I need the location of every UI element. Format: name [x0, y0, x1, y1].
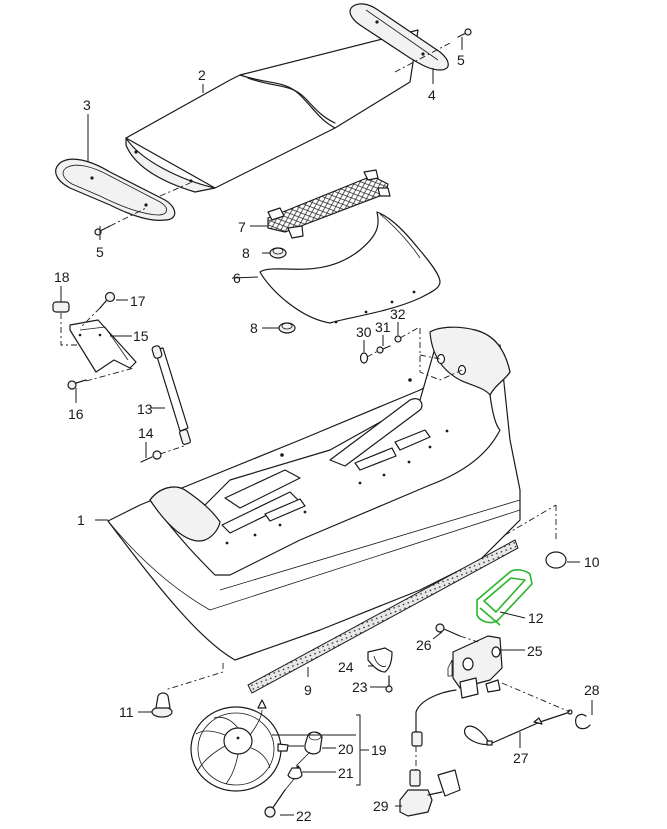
callout-28[interactable]: 28 [584, 682, 600, 698]
part-grille[interactable] [267, 169, 391, 239]
part-grommet-20[interactable] [304, 731, 323, 755]
callout-14[interactable]: 14 [138, 425, 154, 441]
callout-29[interactable]: 29 [373, 798, 389, 814]
part-bolt-17[interactable] [99, 291, 116, 309]
part-bolt-22[interactable] [264, 789, 286, 818]
callout-6[interactable]: 6 [233, 270, 241, 286]
part-screw-23[interactable] [385, 675, 393, 693]
callout-17[interactable]: 17 [130, 293, 146, 309]
part-washer-30[interactable] [359, 352, 369, 364]
part-seal-strip[interactable] [247, 539, 519, 694]
part-clip-nut-lower[interactable] [278, 322, 296, 334]
part-gas-strut[interactable] [151, 345, 191, 445]
callout-4[interactable]: 4 [428, 87, 436, 103]
part-release-cable[interactable] [464, 709, 573, 746]
leader-lines [60, 37, 593, 816]
part-clip-nut-upper[interactable] [269, 247, 287, 259]
part-switch[interactable] [399, 689, 461, 817]
part-hinge[interactable] [69, 319, 137, 373]
callout-8-lower[interactable]: 8 [250, 320, 258, 336]
callout-32[interactable]: 32 [390, 306, 406, 322]
callout-labels: 1 2 3 4 5 5 6 7 8 8 9 10 11 12 13 14 15 … [54, 52, 600, 824]
callout-12[interactable]: 12 [528, 610, 544, 626]
callout-20[interactable]: 20 [338, 741, 354, 757]
callout-19[interactable]: 19 [371, 742, 387, 758]
callout-9[interactable]: 9 [304, 682, 312, 698]
callout-21[interactable]: 21 [338, 765, 354, 781]
callout-11[interactable]: 11 [119, 704, 134, 720]
callout-18[interactable]: 18 [54, 269, 70, 285]
part-screw-31[interactable] [376, 345, 391, 354]
part-nut-32[interactable] [394, 335, 402, 343]
callout-27[interactable]: 27 [513, 750, 529, 766]
callout-8-upper[interactable]: 8 [242, 245, 250, 261]
part-intake-trim[interactable] [259, 211, 441, 324]
part-gasket-highlighted[interactable] [476, 569, 533, 626]
callout-15[interactable]: 15 [133, 328, 149, 344]
part-cap-18[interactable] [52, 301, 70, 313]
callout-24[interactable]: 24 [338, 659, 354, 675]
callout-2[interactable]: 2 [198, 67, 206, 83]
part-end-plate-left[interactable] [55, 158, 176, 221]
callout-22[interactable]: 22 [296, 808, 312, 824]
part-plug[interactable] [545, 551, 567, 569]
part-bolt-16[interactable] [67, 379, 87, 390]
callout-7[interactable]: 7 [238, 219, 246, 235]
callout-5-left[interactable]: 5 [96, 244, 104, 260]
part-spacer-21[interactable] [287, 765, 303, 780]
part-rubber-buffer[interactable] [151, 692, 173, 718]
part-end-plate-right[interactable] [349, 3, 449, 71]
part-rear-lid[interactable] [107, 326, 521, 661]
callout-1[interactable]: 1 [77, 512, 85, 528]
part-lock[interactable] [447, 635, 503, 699]
callout-23[interactable]: 23 [352, 679, 368, 695]
part-striker-24[interactable] [367, 647, 393, 673]
part-ball-stud[interactable] [140, 450, 162, 463]
callout-16[interactable]: 16 [68, 406, 84, 422]
callout-5-right[interactable]: 5 [457, 52, 465, 68]
callout-26[interactable]: 26 [416, 637, 432, 653]
part-fan-assembly[interactable] [190, 699, 289, 792]
callout-30[interactable]: 30 [356, 324, 372, 340]
part-bolt-26[interactable] [435, 623, 461, 637]
part-spoiler-blade[interactable] [125, 29, 419, 193]
callout-13[interactable]: 13 [137, 401, 153, 417]
part-screw-5-right[interactable] [457, 28, 472, 38]
callout-25[interactable]: 25 [527, 643, 543, 659]
part-retaining-clip[interactable] [575, 713, 591, 730]
callout-31[interactable]: 31 [375, 319, 391, 335]
part-screw-5-left[interactable] [94, 225, 111, 236]
callout-3[interactable]: 3 [83, 97, 91, 113]
callout-10[interactable]: 10 [584, 554, 600, 570]
